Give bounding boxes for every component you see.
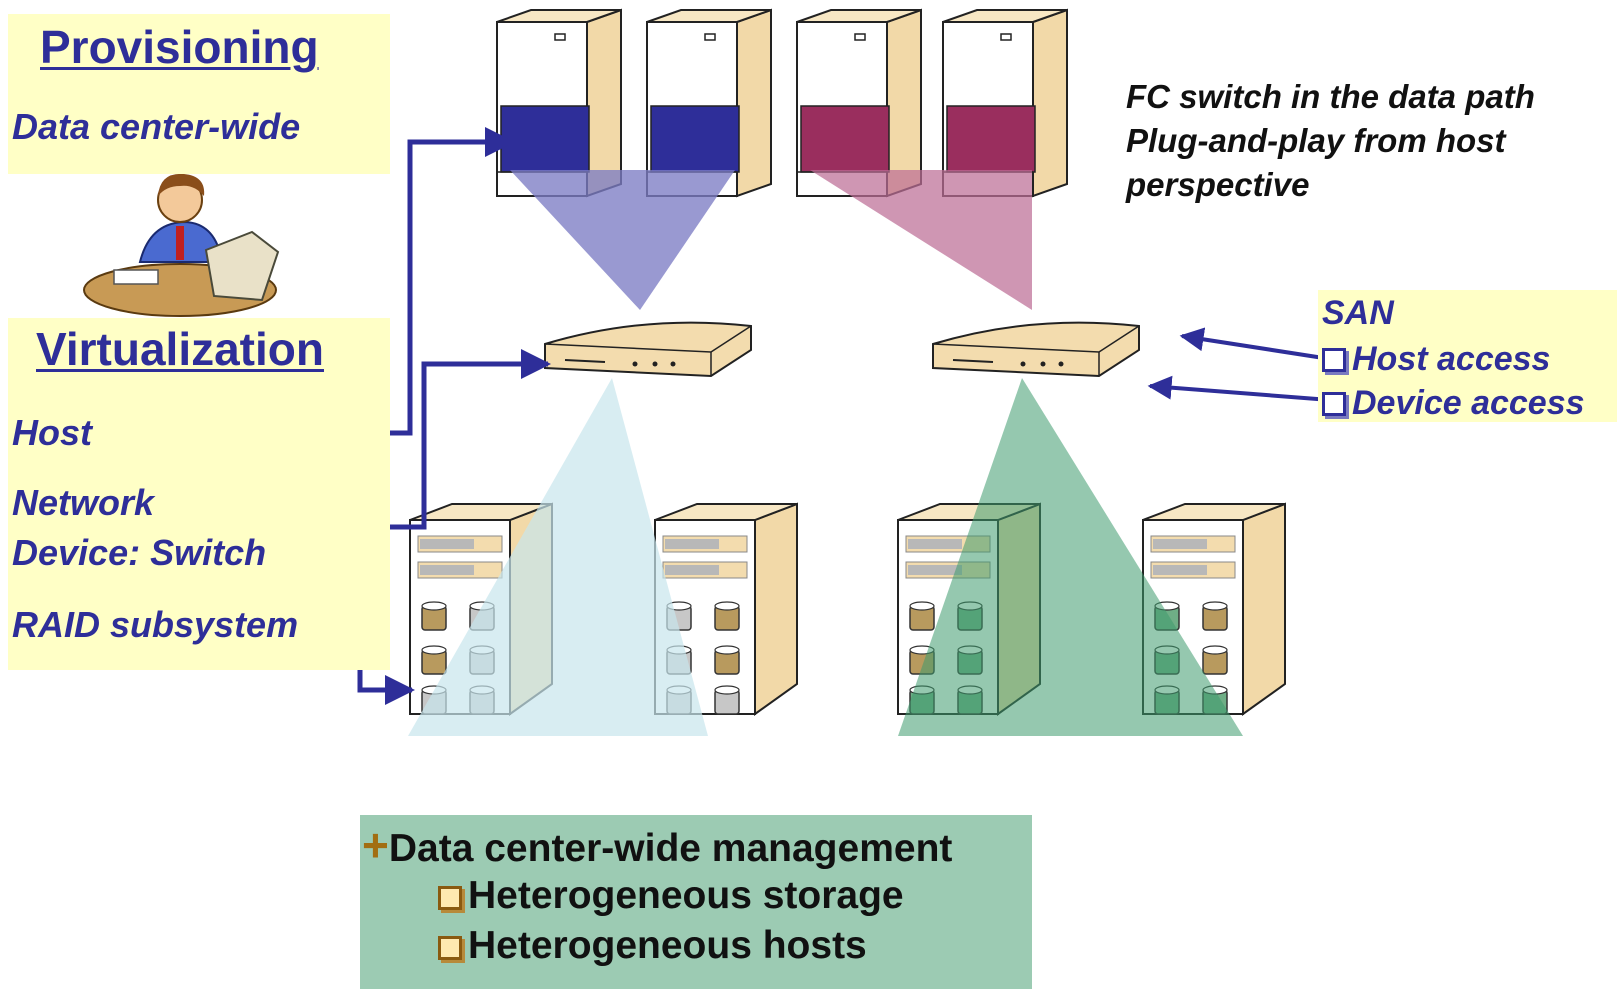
management-item-hosts: Heterogeneous hosts	[438, 924, 867, 968]
provisioning-title: Provisioning	[40, 21, 319, 73]
fc-switch-icon	[544, 321, 752, 378]
storage-cone-green	[898, 378, 1243, 736]
storage-cone-lightblue	[408, 378, 708, 736]
person-at-computer-icon	[83, 173, 280, 317]
server-tower-icon	[646, 8, 772, 198]
virtualization-panel	[8, 318, 390, 670]
server-tower-icon	[942, 8, 1068, 198]
host-cone-magenta	[810, 170, 1032, 310]
provisioning-scope: Data center-wide	[12, 106, 301, 147]
management-box	[360, 815, 1032, 989]
server-tower-icon	[496, 8, 622, 198]
san-item-device-access: Device access	[1322, 384, 1585, 423]
san-item-label: Host access	[1352, 340, 1551, 378]
management-item-label: Heterogeneous hosts	[468, 924, 867, 967]
host-cone-blue	[510, 170, 735, 310]
fc-switch-icon	[932, 321, 1140, 378]
san-device-access-arrow	[1147, 375, 1331, 402]
san-item-label: Device access	[1352, 384, 1585, 422]
plus-icon: +	[362, 819, 389, 871]
san-title: SAN	[1322, 294, 1394, 332]
san-panel	[1318, 290, 1617, 422]
management-title: Data center-wide management	[388, 827, 953, 870]
checkbox-icon	[1322, 392, 1346, 416]
management-item-storage: Heterogeneous storage	[438, 874, 904, 918]
virtualization-title: Virtualization	[36, 323, 324, 375]
level-switch-label: Device: Switch	[12, 532, 267, 573]
fc-note-line3: perspective	[1126, 166, 1310, 203]
checkbox-icon	[438, 936, 462, 960]
level-host-label: Host	[12, 412, 92, 453]
server-tower-icon	[796, 8, 922, 198]
fc-note-line1: FC switch in the data path	[1126, 78, 1535, 115]
level-raid-label: RAID subsystem	[12, 604, 299, 645]
fc-note-line2: Plug-and-play from host	[1126, 122, 1506, 159]
san-item-host-access: Host access	[1322, 340, 1550, 379]
san-host-access-arrow	[1179, 327, 1331, 361]
checkbox-icon	[438, 886, 462, 910]
provisioning-panel	[8, 14, 390, 174]
management-title-row: +Data center-wide management	[362, 818, 952, 872]
checkbox-icon	[1322, 348, 1346, 372]
level-network-label: Network	[12, 482, 155, 523]
management-item-label: Heterogeneous storage	[468, 874, 904, 917]
